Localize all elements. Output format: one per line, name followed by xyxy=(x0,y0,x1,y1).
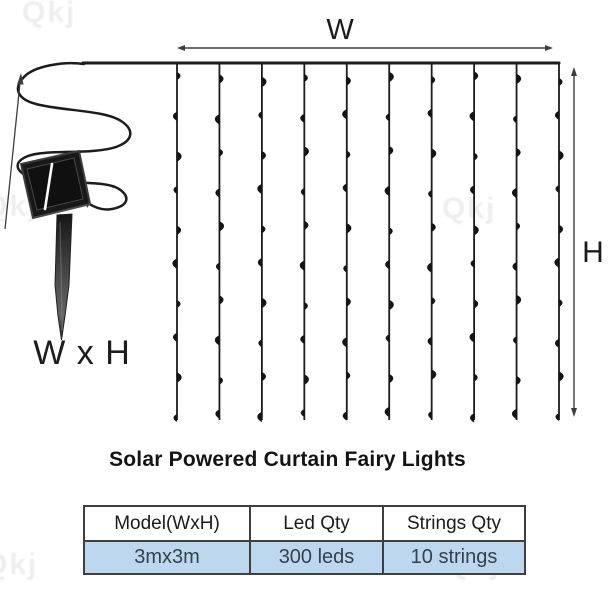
solar-panel xyxy=(20,150,91,219)
product-title: Solar Powered Curtain Fairy Lights xyxy=(109,448,466,471)
header-strings-qty: Strings Qty xyxy=(382,505,526,542)
size-label: W x H xyxy=(33,334,131,372)
lead-wire-arrow xyxy=(4,73,24,230)
ground-stake xyxy=(54,213,73,341)
width-dimension-arrow xyxy=(177,45,553,51)
height-dimension-arrow xyxy=(571,67,577,417)
spec-table-header-row: Model(WxH) Led Qty Strings Qty xyxy=(83,505,526,542)
cell-led-qty: 300 leds xyxy=(249,540,384,575)
light-strings xyxy=(176,63,560,420)
cell-model: 3mx3m xyxy=(83,540,251,575)
spec-table: Model(WxH) Led Qty Strings Qty 3mx3m 300… xyxy=(83,505,526,575)
header-led-qty: Led Qty xyxy=(249,505,384,542)
watermark-text: Qkj xyxy=(0,548,39,581)
width-label: W xyxy=(326,14,354,46)
spec-table-value-row: 3mx3m 300 leds 10 strings xyxy=(83,540,526,575)
led-bulbs xyxy=(172,71,564,423)
watermark-text: Qkj xyxy=(22,0,77,29)
cell-strings-qty: 10 strings xyxy=(382,540,526,575)
height-label: H xyxy=(582,236,604,269)
header-model: Model(WxH) xyxy=(83,505,251,542)
watermark-text: Qkj xyxy=(442,192,497,225)
